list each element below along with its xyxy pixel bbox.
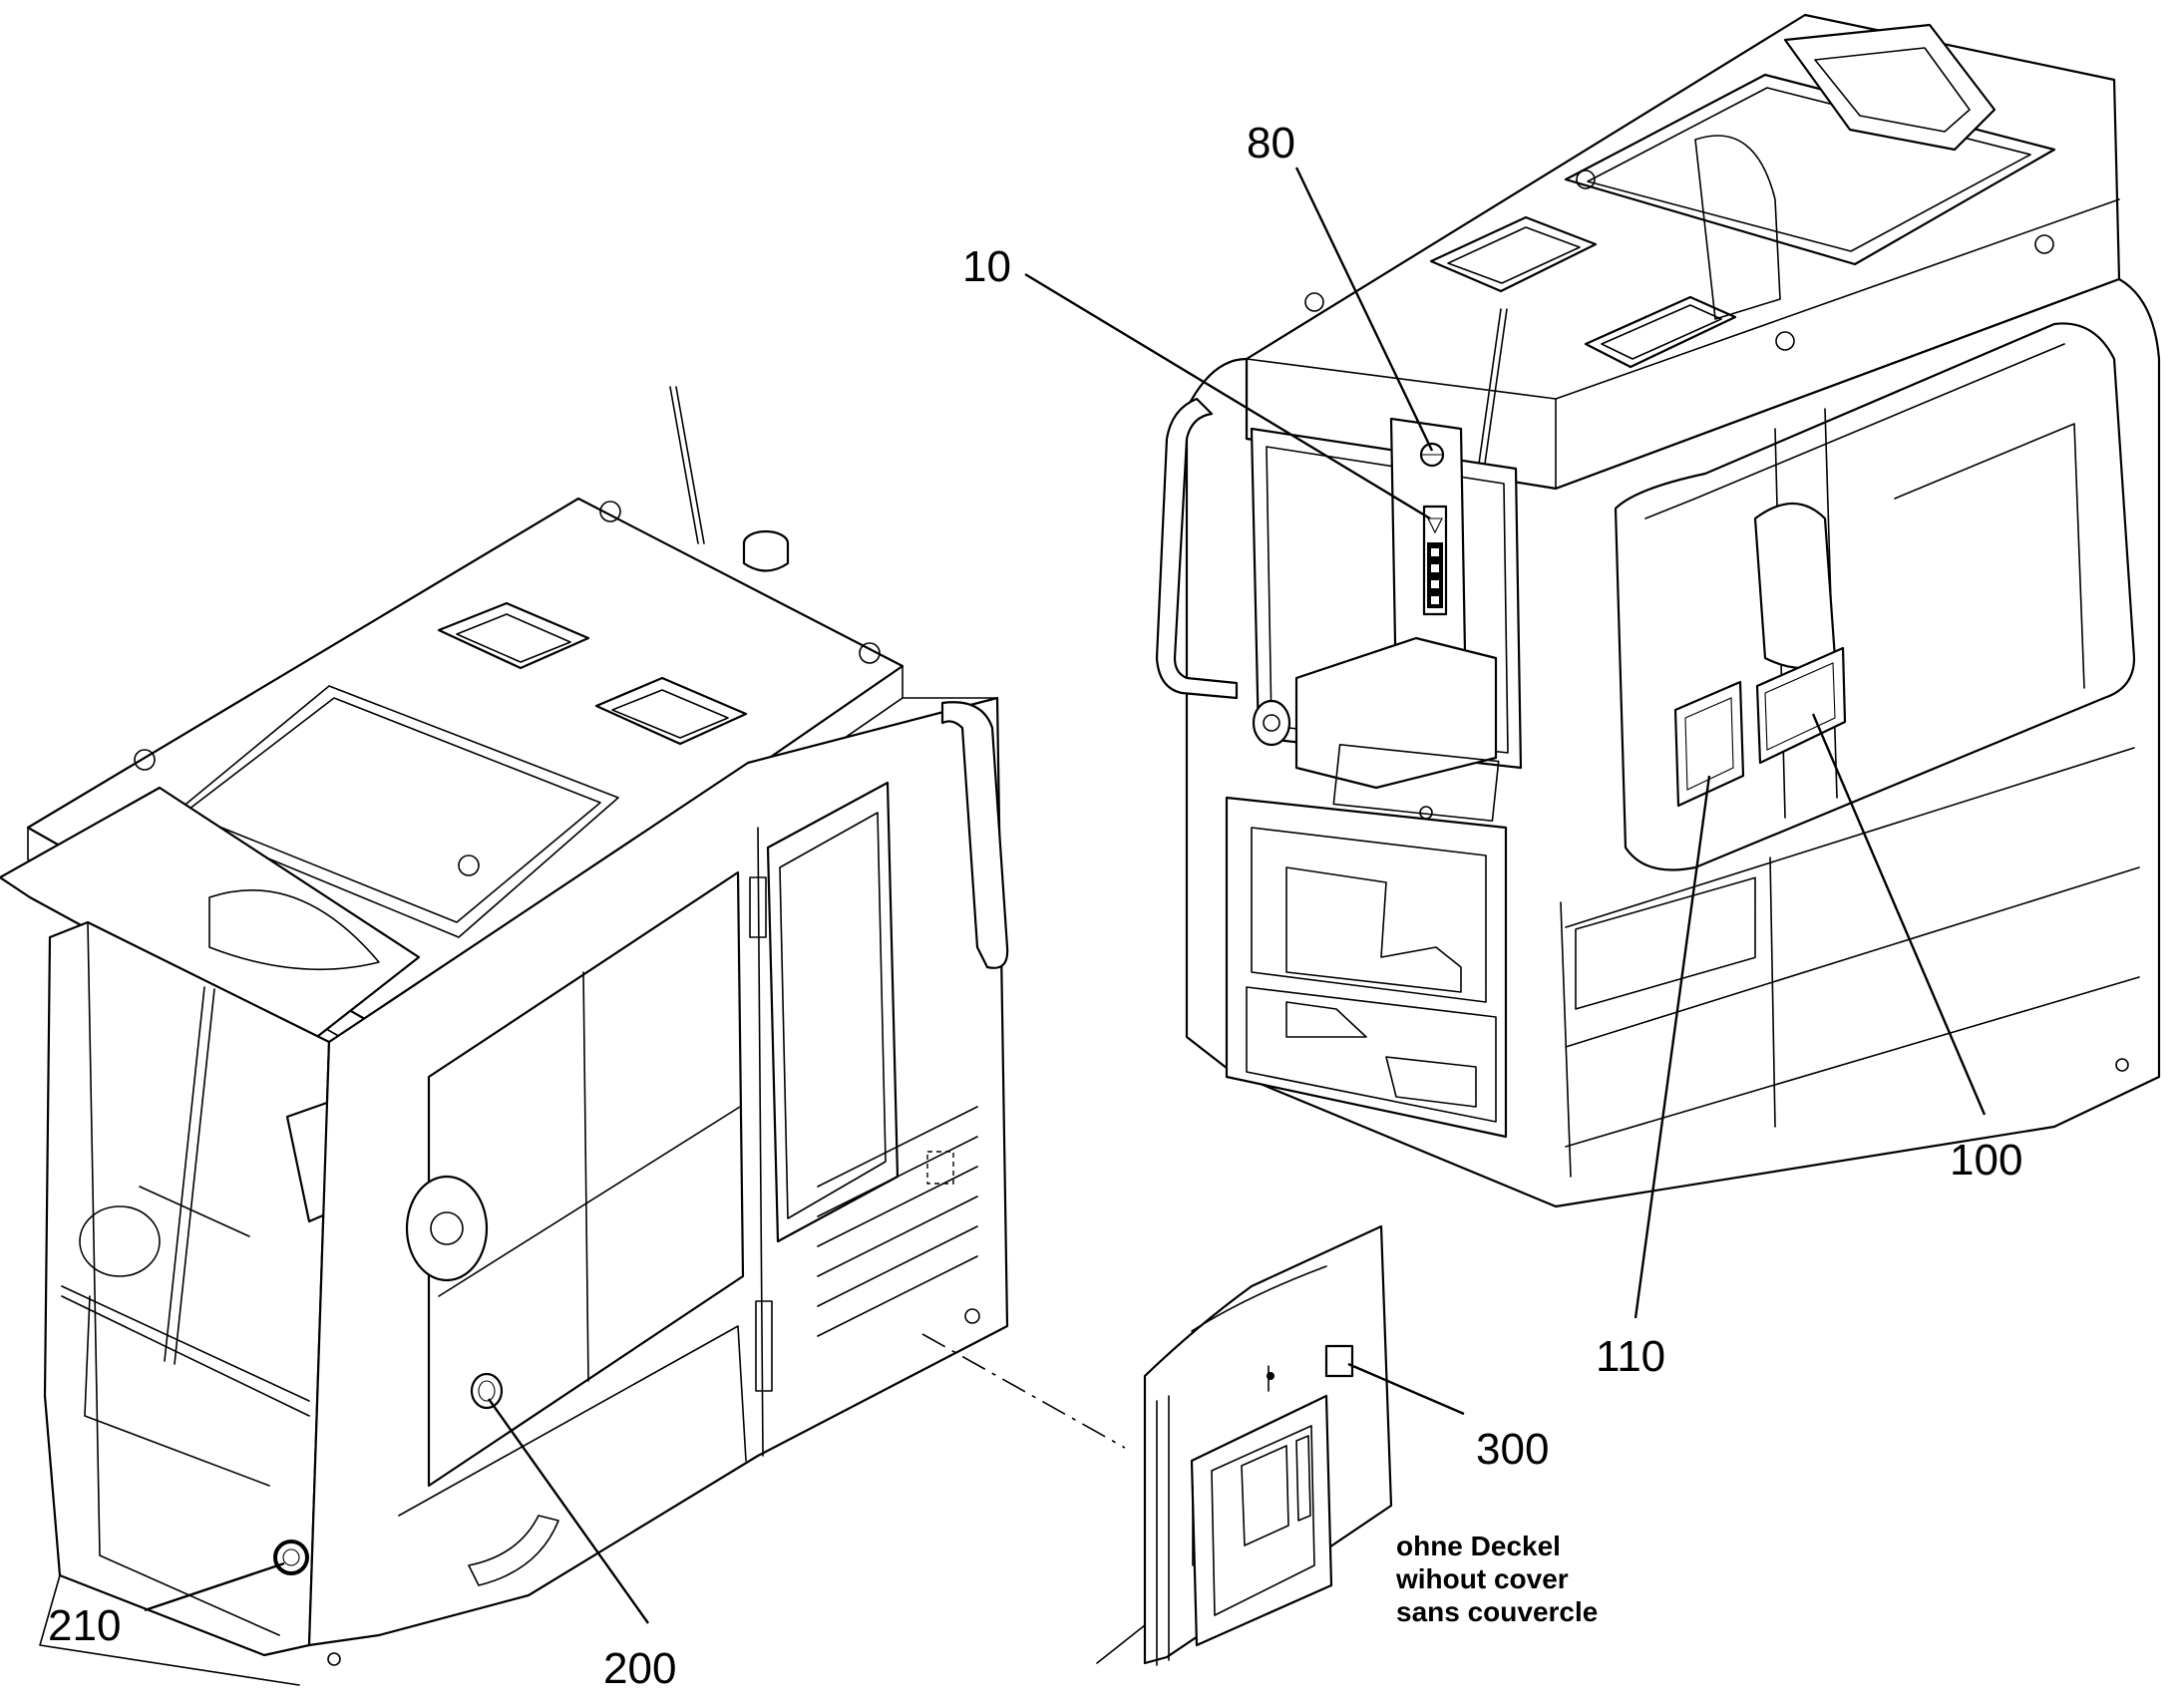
leader-200 [488,1398,649,1624]
decal-210-marker [273,1539,309,1575]
cover-note: ohne Deckel wihout cover sans couvercle [1395,1531,1598,1627]
decal-100-marker [1755,646,1847,765]
leader-300 [1347,1362,1465,1416]
detail-inset-drawing [1096,1224,1393,1666]
detail-connector-line [921,1333,1126,1449]
left-cab-drawing [0,386,1009,1686]
note-line-english: wihout cover [1395,1563,1569,1594]
leader-10 [1024,272,1431,520]
callout-210: 210 [48,1601,121,1650]
callout-200: 200 [603,1644,676,1693]
decal-80-marker [1419,442,1445,468]
leader-110 [1634,775,1711,1319]
callout-100: 100 [1950,1136,2022,1185]
note-line-french: sans couvercle [1396,1596,1598,1627]
leader-100 [1811,713,1987,1116]
note-line-german: ohne Deckel [1396,1531,1561,1561]
decal-300-marker [1324,1344,1354,1378]
decal-10-marker [1422,505,1448,616]
callout-10: 10 [962,242,1011,291]
leader-210 [144,1561,285,1612]
decal-110-marker [1673,680,1745,808]
decal-200-marker [470,1372,504,1410]
right-cab-drawing [1155,13,2161,1208]
callout-300: 300 [1476,1425,1549,1474]
leader-80 [1294,167,1434,452]
leader-lines [144,167,1987,1624]
callout-110: 110 [1596,1332,1665,1381]
callout-80: 80 [1247,119,1295,168]
